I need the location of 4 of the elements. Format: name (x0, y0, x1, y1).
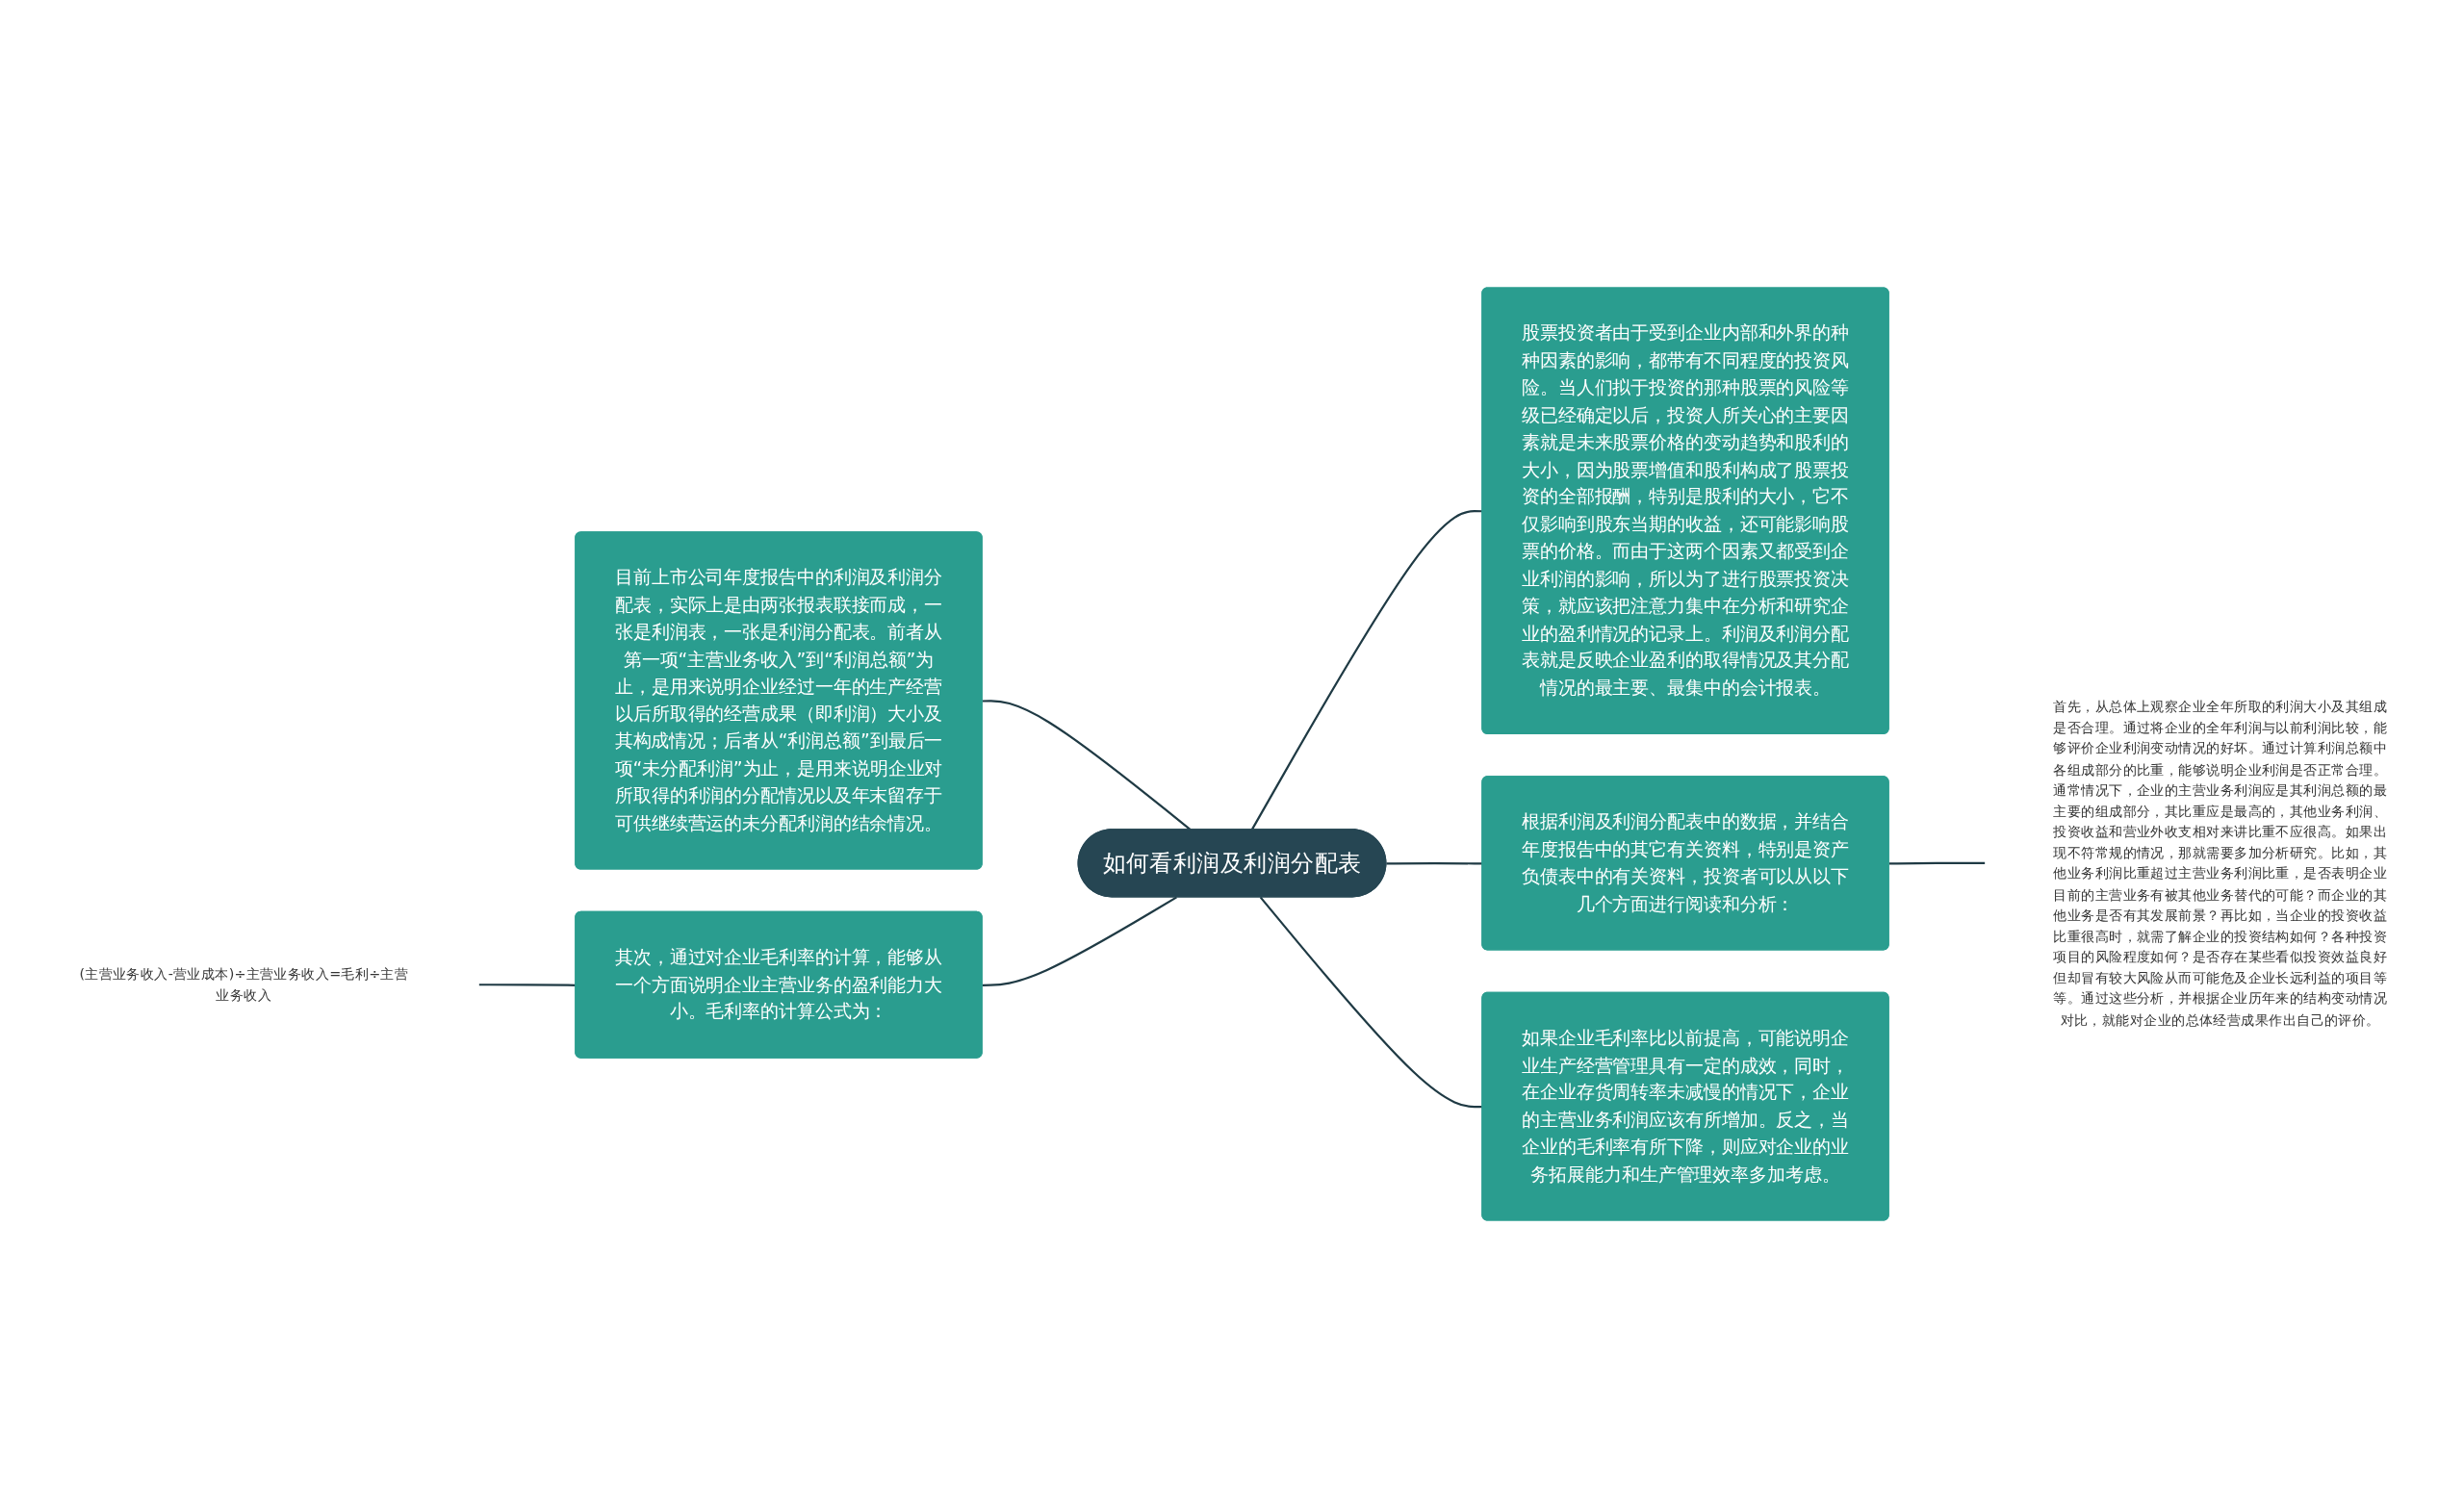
node-text: (主营业务收入-营业成本)÷主营业务收入=毛利÷主营业务收入 (79, 965, 409, 1004)
connector (1888, 861, 1986, 865)
node-text: 首先，从总体上观察企业全年所取的利润大小及其组成是否合理。通过将企业的全年利润与以前利润比较，能够评价企业利润变动情况的好坏。通过计算利润总额中各组成部分的比重，能够说明企业利润是否正常合理。通常情况下，企业的主营业务利润应是其利润总额的最主要的组成部分，其比重应是最高的，其他业务利润、投资收益和营业外收支相对来讲比重不应很高。如果出现不符常规的情况，那就需要多加分析研究。比如，其他业务利润比重超过主营业务利润比重，是否表明企业目前的主营业务有被其他业务替代的可能？而企业的其他业务是否有其发展前景？再比如，当企业的投资收益比重很高时，就需了解企业的投资结构如何？各种投资项目的风险程度如何？是否存在某些看似投资效益良好但却冒有较大风险从而可能危及企业长远利益的项目等等。通过这些分析，并根据企业历年来的结构变动情况对比，就能对企业的总体经营成果作出自己的评价。 (2053, 698, 2387, 1028)
connector (982, 896, 1177, 986)
